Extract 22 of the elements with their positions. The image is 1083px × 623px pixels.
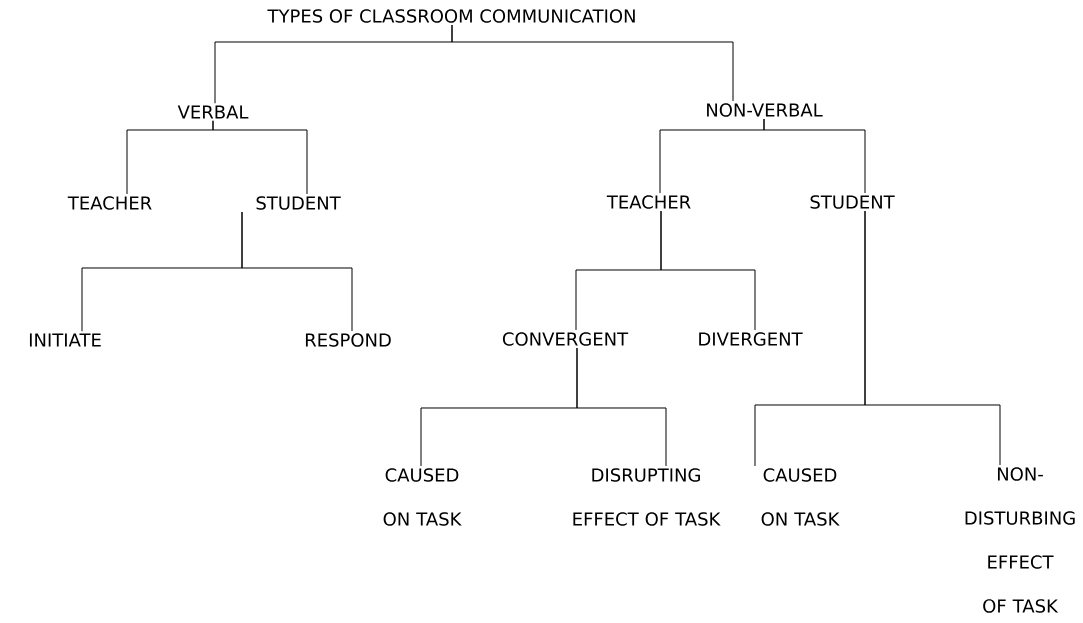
tree-connector	[864, 210, 1001, 466]
category-label: TEACHER	[606, 195, 691, 209]
category-label: CONVERGENT	[502, 332, 629, 346]
category-label: VERBAL	[177, 105, 249, 119]
category-label: NON-VERBAL	[707, 103, 823, 117]
category-label: STUDENT	[256, 196, 341, 210]
tree-connector	[763, 118, 866, 194]
tree-connector	[212, 120, 308, 195]
tree-connector	[660, 210, 756, 331]
category-label: NON-DISTURBING EFFECT OF TASK	[965, 467, 1075, 613]
title: TYPES OF CLASSROOM COMMUNICATION	[267, 9, 635, 23]
category-label: CAUSED ON TASK	[761, 468, 840, 526]
category-label: RESPOND	[305, 333, 391, 347]
tree-connector	[576, 347, 667, 467]
category-label: TEACHER	[67, 196, 152, 210]
category-label: INITIATE	[29, 333, 101, 347]
category-label: DISRUPTING EFFECT OF TASK	[573, 468, 721, 526]
category-label: DIVERGENT	[699, 332, 803, 346]
tree-connector	[451, 24, 734, 102]
category-label: CAUSED ON TASK	[383, 468, 462, 526]
tree-connector	[241, 211, 353, 332]
category-label: STUDENT	[810, 195, 895, 209]
